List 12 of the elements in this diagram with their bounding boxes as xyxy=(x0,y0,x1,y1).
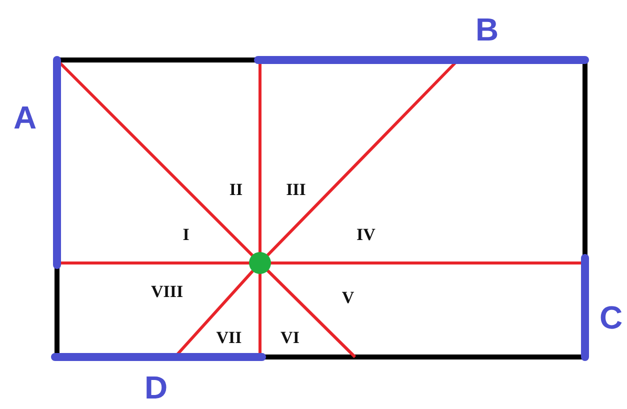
region-number: II xyxy=(229,180,243,200)
region-number: III xyxy=(286,180,306,200)
side-label: B xyxy=(475,12,499,48)
region-number: I xyxy=(182,225,190,245)
region-number: VII xyxy=(216,328,242,348)
region-number: VIII xyxy=(150,282,184,302)
region-number: IV xyxy=(356,225,376,245)
region-number: VI xyxy=(280,328,300,348)
side-label: D xyxy=(144,370,168,406)
region-number: V xyxy=(342,288,354,308)
side-label: C xyxy=(599,300,623,336)
side-label: A xyxy=(13,100,37,136)
